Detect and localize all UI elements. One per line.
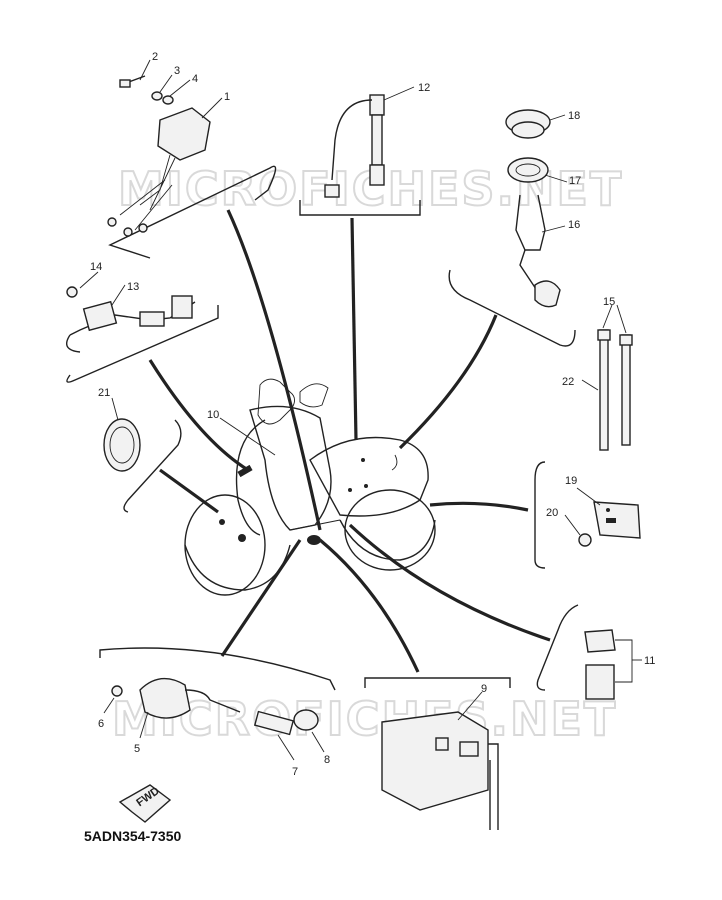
nut-part: [162, 95, 174, 105]
part-label-1: 1: [224, 91, 230, 103]
part-label-7: 7: [292, 766, 298, 778]
part-label-15: 15: [603, 296, 615, 308]
plate-nut-part: [578, 533, 592, 547]
part-label-12: 12: [418, 82, 430, 94]
part-label-17: 17: [569, 175, 581, 187]
lead-line-12: [350, 217, 358, 441]
fuel-sender-part: [505, 109, 561, 308]
part-label-21: 21: [98, 387, 110, 399]
lead-line-13: [148, 359, 249, 472]
part-label-14: 14: [90, 261, 102, 273]
part-label-10: 10: [207, 409, 219, 421]
bracket-group-5: [99, 647, 336, 691]
part-label-9: 9: [481, 683, 487, 695]
scooter-outline: [184, 378, 436, 596]
part-label-11: 11: [644, 655, 655, 667]
bracket-group-12: [299, 200, 421, 216]
part-label-13: 13: [127, 281, 139, 293]
bracket-group-21: [123, 419, 182, 513]
callout-leaders: [79, 59, 642, 761]
bracket-group-16: [448, 269, 576, 347]
lead-line-1: [226, 209, 322, 531]
diagram-code: 5ADN354-7350: [84, 828, 182, 844]
plate-part: [593, 501, 641, 539]
ignition-coil-part: [111, 677, 319, 736]
lead-line-11: [348, 523, 551, 642]
bracket-group-11: [536, 604, 579, 691]
bracket-group-19: [534, 461, 546, 569]
lead-line-19: [429, 501, 529, 512]
part-labels: 1 2 3 4 5 6 7 8 9 10 11 12 13 14 15 16 1…: [90, 51, 655, 778]
part-label-20: 20: [546, 507, 558, 519]
coupler-part: [66, 286, 196, 353]
part-label-19: 19: [565, 475, 577, 487]
lead-line-16: [398, 314, 498, 450]
fwd-arrow: FWD: [118, 784, 172, 823]
bracket-group-9: [364, 677, 511, 688]
part-label-5: 5: [134, 743, 140, 755]
lead-line-5: [220, 539, 302, 657]
cable-tie-part: [597, 329, 633, 451]
grommet-part: [103, 418, 141, 472]
relay-box-part: [584, 629, 633, 700]
bracket-group-13: [66, 305, 219, 383]
relay-part: [107, 107, 211, 237]
part-label-2: 2: [152, 51, 158, 63]
part-label-4: 4: [192, 73, 198, 85]
part-label-8: 8: [324, 754, 330, 766]
bracket-group-1: [108, 165, 277, 259]
part-label-18: 18: [568, 110, 580, 122]
lead-line-9: [318, 538, 420, 673]
part-label-6: 6: [98, 718, 104, 730]
watermark-bottom: MICROFICHES.NET: [112, 692, 617, 746]
battery-part: [381, 711, 499, 830]
sensor-part: [324, 94, 385, 198]
part-label-16: 16: [568, 219, 580, 231]
washer-part: [151, 91, 163, 101]
lead-line-21: [159, 468, 219, 514]
part-label-3: 3: [174, 65, 180, 77]
part-label-22: 22: [562, 376, 574, 388]
